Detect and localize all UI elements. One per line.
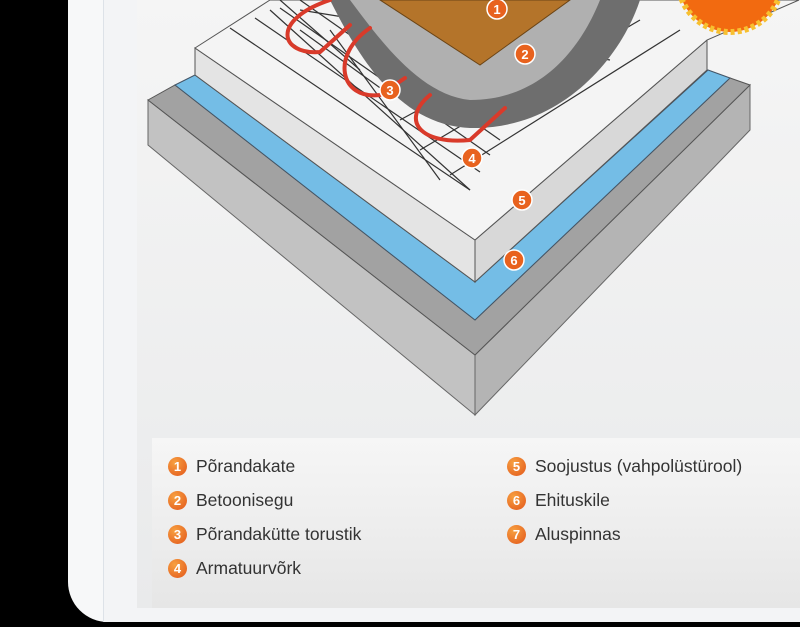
number-badge-icon: 7 <box>507 525 526 544</box>
number-badge-icon: 4 <box>168 559 187 578</box>
marker-6: 6 <box>503 249 525 271</box>
legend-item: 7 Aluspinnas <box>507 524 621 545</box>
marker-5: 5 <box>511 189 533 211</box>
legend-label: Põrandakate <box>196 456 296 476</box>
legend-label: Aluspinnas <box>535 524 621 544</box>
marker-3: 3 <box>379 79 401 101</box>
marker-1: 1 <box>486 0 508 20</box>
number-badge-icon: 1 <box>168 457 187 476</box>
svg-text:2: 2 <box>521 47 528 62</box>
number-badge-icon: 2 <box>168 491 187 510</box>
legend-item: 4 Armatuurvõrk <box>168 558 301 579</box>
legend-label: Betoonisegu <box>196 490 294 510</box>
legend-item: 3 Põrandakütte torustik <box>168 524 361 545</box>
heating-pipes <box>285 0 507 143</box>
legend-label: Soojustus (vahpolüstürool) <box>535 456 743 476</box>
number-badge-icon: 5 <box>507 457 526 476</box>
number-badge-icon: 3 <box>168 525 187 544</box>
svg-text:3: 3 <box>386 83 393 98</box>
floor-covering <box>379 0 571 66</box>
diagram-markers: 1 2 3 4 5 6 <box>379 0 536 271</box>
sun-icon <box>678 0 782 35</box>
marker-2: 2 <box>514 43 536 65</box>
legend-label: Põrandakütte torustik <box>196 524 362 544</box>
svg-text:5: 5 <box>518 193 525 208</box>
legend-item: 5 Soojustus (vahpolüstürool) <box>507 456 742 477</box>
legend-item: 1 Põrandakate <box>168 456 295 477</box>
svg-text:1: 1 <box>493 2 500 17</box>
legend-label: Ehituskile <box>535 490 610 510</box>
number-badge-icon: 6 <box>507 491 526 510</box>
svg-text:6: 6 <box>510 253 517 268</box>
marker-4: 4 <box>461 147 483 169</box>
legend-item: 2 Betoonisegu <box>168 490 293 511</box>
floor-layers-diagram: 1 2 3 4 5 6 <box>147 0 800 417</box>
svg-text:4: 4 <box>468 151 476 166</box>
legend: 1 Põrandakate 2 Betoonisegu 3 Põrandakütte … <box>152 438 800 608</box>
legend-item: 6 Ehituskile <box>507 490 610 511</box>
legend-label: Armatuurvõrk <box>196 558 302 578</box>
